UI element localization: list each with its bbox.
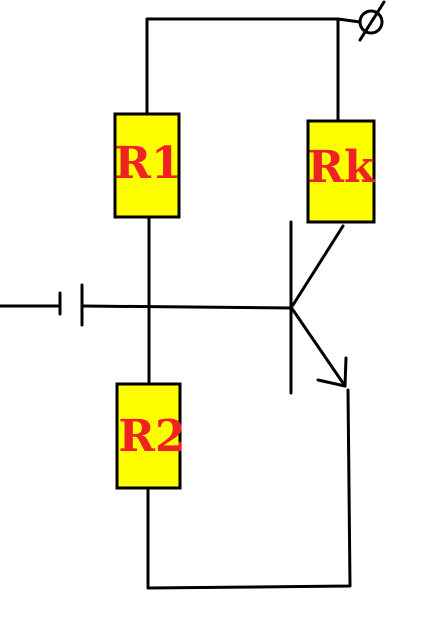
rk-body bbox=[306, 119, 376, 224]
rk-label: Rk bbox=[307, 142, 376, 193]
r2-label: R2 bbox=[118, 411, 185, 462]
terminal-lead bbox=[336, 17, 362, 24]
transistor-emitter bbox=[291, 308, 347, 388]
resistor-rk: Rk bbox=[306, 119, 376, 224]
top-rail-wire bbox=[145, 17, 340, 122]
transistor-collector bbox=[291, 224, 345, 307]
base-wire bbox=[80, 304, 294, 310]
resistor-r1: R1 bbox=[113, 112, 182, 219]
resistor-r2: R2 bbox=[115, 382, 186, 490]
r1-label: R1 bbox=[114, 138, 181, 189]
transistor bbox=[289, 220, 348, 395]
input-capacitor bbox=[0, 283, 294, 327]
terminal-slash bbox=[358, 0, 386, 42]
ground-return-wire bbox=[146, 388, 352, 590]
supply-terminal bbox=[336, 0, 386, 42]
emitter-arrow-icon bbox=[316, 356, 348, 388]
r1-body bbox=[113, 112, 181, 219]
